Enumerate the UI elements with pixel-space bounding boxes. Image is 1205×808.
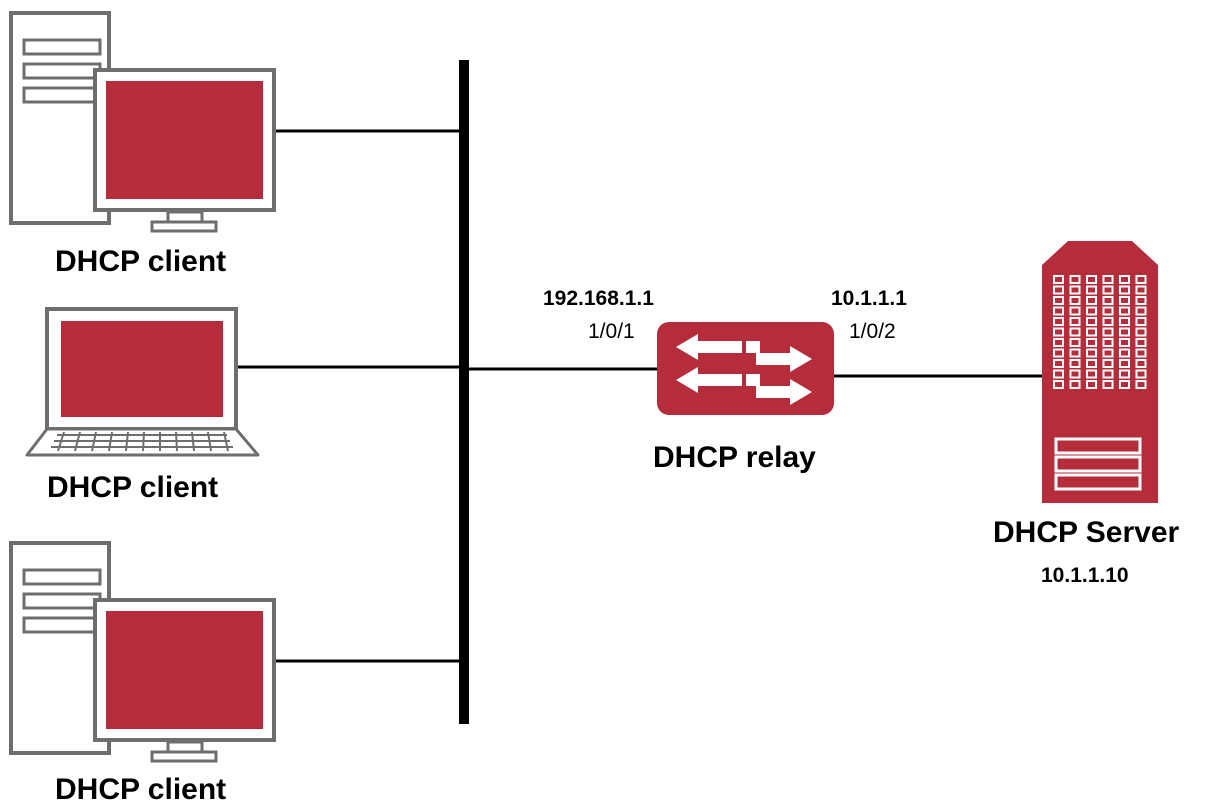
- relay-left-ip: 192.168.1.1: [543, 287, 654, 310]
- server-slot: [1069, 380, 1081, 389]
- server-slot: [1135, 317, 1147, 326]
- server-slot: [1119, 380, 1130, 389]
- server-ip: 10.1.1.10: [1041, 564, 1129, 587]
- server-slot: [1135, 327, 1147, 337]
- server-slot: [1086, 296, 1097, 305]
- server-slot: [1053, 369, 1064, 379]
- server-slot: [1119, 296, 1130, 305]
- server-slot: [1053, 306, 1064, 316]
- server-slot: [1053, 317, 1064, 326]
- server-slot: [1086, 348, 1097, 358]
- server-slot: [1119, 285, 1130, 295]
- server-slot: [1135, 296, 1147, 305]
- server-slot: [1135, 338, 1147, 347]
- server-slot: [1086, 327, 1097, 337]
- server-slot: [1102, 285, 1114, 295]
- server-slot: [1135, 369, 1147, 379]
- client-2-label: DHCP client: [47, 471, 219, 504]
- server-slot: [1135, 359, 1147, 368]
- server-slot: [1053, 285, 1064, 295]
- server-slot: [1069, 296, 1081, 305]
- server-slot: [1119, 317, 1130, 326]
- server-slot: [1069, 275, 1081, 284]
- switch-icon: [657, 322, 834, 415]
- desktop-computer-icon: [9, 11, 276, 233]
- server-slot: [1069, 327, 1081, 337]
- server-slot: [1102, 369, 1114, 379]
- server-slot: [1119, 348, 1130, 358]
- server-slot: [1053, 296, 1064, 305]
- server-slot: [1119, 275, 1130, 284]
- server-slot: [1135, 275, 1147, 284]
- server-slot: [1119, 359, 1130, 368]
- desktop-computer-icon: [9, 541, 276, 763]
- server-slot: [1135, 285, 1147, 295]
- server-slot: [1053, 338, 1064, 347]
- client-1-label: DHCP client: [55, 245, 227, 278]
- server-slot: [1053, 348, 1064, 358]
- server-slot: [1119, 327, 1130, 337]
- server-label: DHCP Server: [993, 516, 1180, 549]
- server-slot: [1102, 359, 1114, 368]
- server-slot: [1119, 338, 1130, 347]
- server-slot: [1102, 348, 1114, 358]
- server-slot: [1086, 380, 1097, 389]
- server-slot: [1069, 317, 1081, 326]
- server-slot: [1069, 285, 1081, 295]
- server-slot: [1086, 306, 1097, 316]
- server-slot: [1086, 369, 1097, 379]
- server-slot: [1086, 317, 1097, 326]
- server-slot: [1102, 327, 1114, 337]
- server-slot: [1135, 380, 1147, 389]
- laptop-icon: [25, 307, 260, 457]
- server-slot: [1053, 380, 1064, 389]
- server-slot: [1053, 275, 1064, 284]
- server-slot: [1069, 359, 1081, 368]
- server-slot: [1119, 369, 1130, 379]
- server-slot: [1069, 348, 1081, 358]
- server-slot: [1102, 296, 1114, 305]
- server-slot: [1069, 369, 1081, 379]
- server-slot: [1069, 306, 1081, 316]
- server-slot: [1102, 380, 1114, 389]
- relay-right-port: 1/0/2: [849, 320, 896, 343]
- client-3-label: DHCP client: [55, 773, 227, 806]
- server-slot: [1069, 338, 1081, 347]
- relay-right-ip: 10.1.1.1: [831, 287, 907, 310]
- network-bus-line: [459, 60, 469, 724]
- server-slot: [1053, 359, 1064, 368]
- server-slot: [1102, 317, 1114, 326]
- server-slot: [1135, 306, 1147, 316]
- server-slot: [1086, 285, 1097, 295]
- server-slot: [1053, 327, 1064, 337]
- server-slot: [1135, 348, 1147, 358]
- server-slot: [1102, 275, 1114, 284]
- server-slot: [1102, 306, 1114, 316]
- relay-label: DHCP relay: [653, 441, 816, 474]
- server-slot: [1102, 338, 1114, 347]
- server-slot: [1086, 338, 1097, 347]
- server-slot: [1119, 306, 1130, 316]
- server-rack-icon: [1042, 241, 1158, 503]
- relay-left-port: 1/0/1: [588, 320, 635, 343]
- server-slot: [1086, 275, 1097, 284]
- server-slot: [1086, 359, 1097, 368]
